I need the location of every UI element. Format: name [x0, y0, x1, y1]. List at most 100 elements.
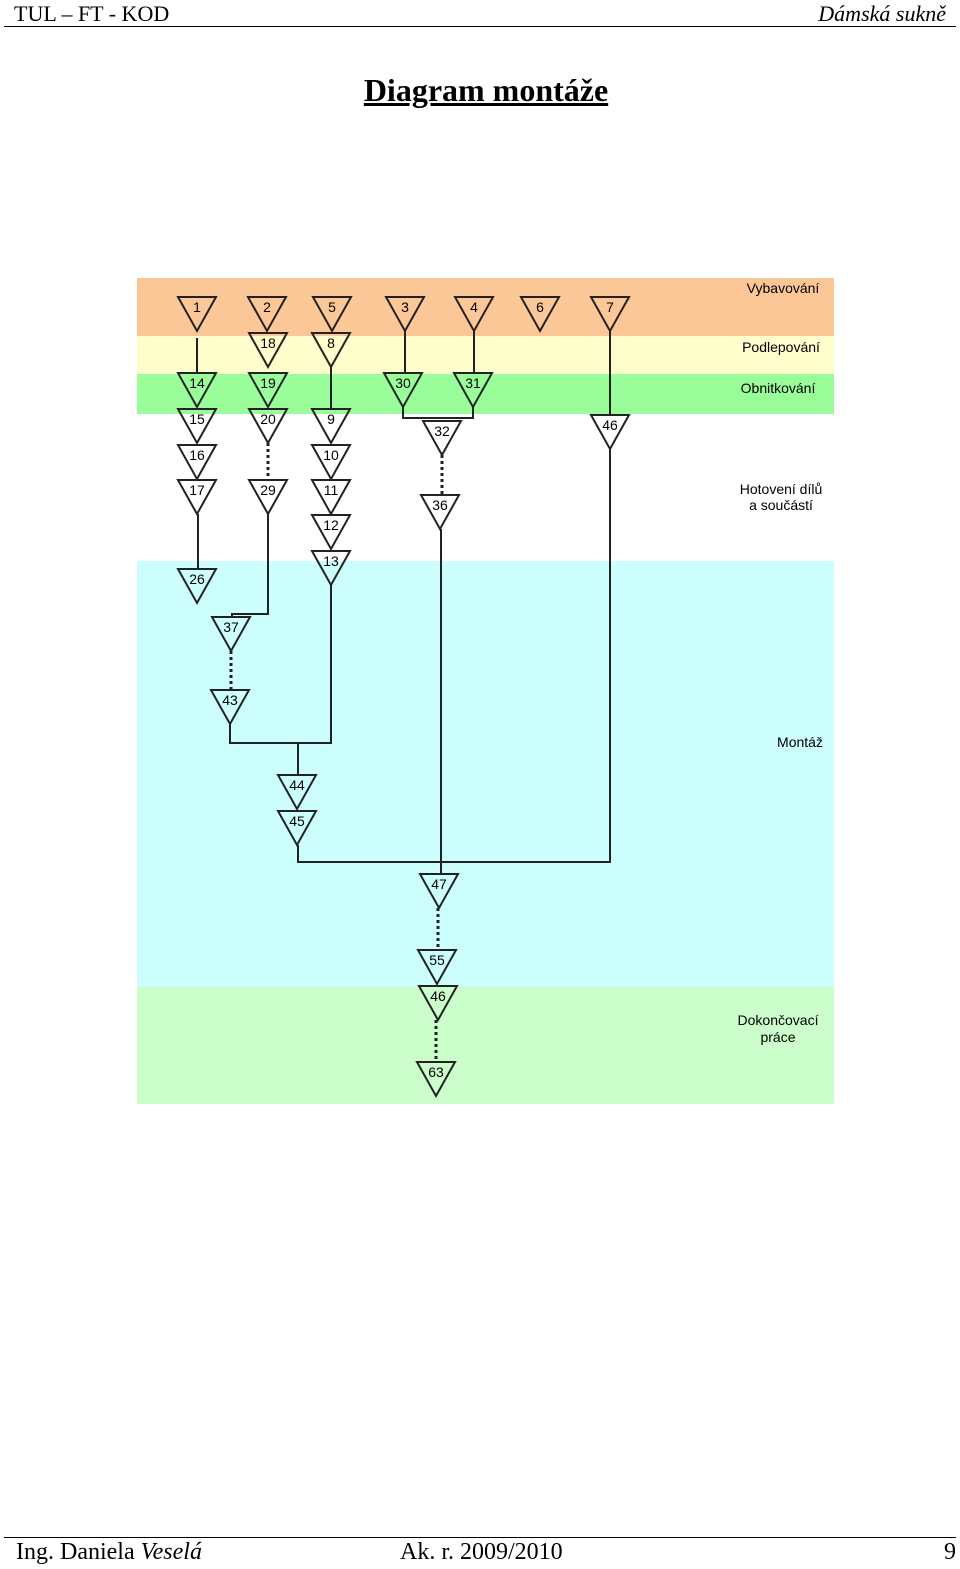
- band-label-hotoveni: Hotovení dílů: [740, 481, 823, 497]
- operation-number: 43: [222, 692, 238, 708]
- operation-number: 45: [289, 813, 305, 829]
- operation-number: 5: [328, 299, 336, 315]
- band-vybavovani: [137, 278, 834, 336]
- operation-triangle: [247, 332, 289, 370]
- operation-node-n16: 16: [176, 444, 218, 482]
- operation-number: 11: [324, 482, 339, 498]
- connection-lines: [196, 331, 611, 1062]
- operation-triangle: [246, 296, 288, 334]
- band-montaz: [137, 561, 834, 987]
- operation-triangle: [384, 296, 426, 334]
- band-podlepovani: [137, 336, 834, 374]
- operation-number: 16: [189, 447, 205, 463]
- operation-node-n2: 2: [246, 296, 288, 334]
- operation-triangle: [176, 479, 218, 517]
- operation-triangle: [418, 873, 460, 911]
- operation-number: 44: [289, 777, 305, 793]
- operation-node-n4: 4: [453, 296, 495, 334]
- operation-triangle: [382, 372, 424, 410]
- operation-number: 6: [536, 299, 544, 315]
- operation-triangle: [310, 550, 352, 588]
- operation-node-n30: 30: [382, 372, 424, 410]
- connector-line: [297, 449, 611, 863]
- operation-number: 1: [193, 299, 201, 315]
- band-label-hotoveni: a součástí: [749, 497, 813, 513]
- operation-node-n47: 47: [418, 873, 460, 911]
- band-label-podlepovani: Podlepování: [742, 339, 820, 355]
- operation-triangle: [589, 296, 631, 334]
- operation-number: 2: [263, 299, 271, 315]
- connector-line: [229, 585, 332, 744]
- operation-number: 36: [432, 497, 448, 513]
- operation-triangle: [176, 444, 218, 482]
- operation-node-n43: 43: [209, 689, 251, 727]
- operation-node-n15: 15: [176, 408, 218, 446]
- operation-triangle: [310, 332, 352, 370]
- operation-number: 10: [323, 447, 339, 463]
- connector-line: [402, 407, 474, 419]
- operation-node-n63: 63: [415, 1061, 457, 1099]
- operation-number: 26: [189, 571, 205, 587]
- operation-node-n17: 17: [176, 479, 218, 517]
- operation-number: 9: [327, 411, 335, 427]
- band-label-montaz: Montáž: [777, 734, 823, 750]
- operation-node-n44: 44: [276, 774, 318, 812]
- operation-number: 46: [602, 417, 618, 433]
- operation-triangle: [416, 949, 458, 987]
- operation-triangle: [276, 774, 318, 812]
- operation-triangle: [417, 985, 459, 1023]
- operation-number: 37: [223, 619, 239, 635]
- operation-number: 3: [401, 299, 409, 315]
- operation-triangle: [310, 408, 352, 446]
- operation-number: 29: [260, 482, 276, 498]
- operation-node-n19: 19: [247, 372, 289, 410]
- operation-node-n31: 31: [452, 372, 494, 410]
- operation-node-n20: 20: [247, 408, 289, 446]
- operation-node-n45: 45: [276, 810, 318, 848]
- operation-node-n5: 5: [311, 296, 353, 334]
- header-right: Dámská sukně: [818, 1, 946, 26]
- footer-year: Ak. r. 2009/2010: [400, 1539, 563, 1565]
- band-obnitkovani: [137, 374, 834, 414]
- operation-triangle: [311, 296, 353, 334]
- operation-triangle: [209, 689, 251, 727]
- operation-number: 18: [260, 335, 276, 351]
- operation-triangle: [453, 296, 495, 334]
- operation-number: 14: [189, 375, 205, 391]
- operation-triangle: [452, 372, 494, 410]
- operation-number: 8: [327, 335, 335, 351]
- operation-triangle: [310, 514, 352, 552]
- operation-triangle: [176, 568, 218, 606]
- operation-number: 55: [429, 952, 445, 968]
- operation-triangle: [176, 408, 218, 446]
- operation-triangle: [276, 810, 318, 848]
- operation-node-n8: 8: [310, 332, 352, 370]
- band-label-vybavovani: Vybavování: [747, 280, 820, 296]
- operation-triangle: [247, 372, 289, 410]
- operation-triangle: [589, 414, 631, 452]
- operation-node-n7: 7: [589, 296, 631, 334]
- operation-triangle: [247, 479, 289, 517]
- operation-number: 30: [395, 375, 411, 391]
- band-hotoveni: [137, 414, 834, 561]
- operation-node-n26: 26: [176, 568, 218, 606]
- operation-number: 20: [260, 411, 276, 427]
- footer-author: Ing. Daniela Veselá: [16, 1539, 202, 1566]
- operation-node-n32: 32: [421, 420, 463, 458]
- operation-node-n12: 12: [310, 514, 352, 552]
- operation-node-n13: 13: [310, 550, 352, 588]
- operation-node-n3: 3: [384, 296, 426, 334]
- operation-node-n6: 6: [519, 296, 561, 334]
- operation-number: 19: [260, 375, 276, 391]
- operation-number: 12: [323, 517, 339, 533]
- operation-node-n14: 14: [176, 372, 218, 410]
- operation-number: 46: [430, 988, 446, 1004]
- operation-triangle: [310, 479, 352, 517]
- operation-triangle: [210, 616, 252, 654]
- operation-node-n11: 11: [310, 479, 352, 517]
- footer-page: 9: [944, 1539, 956, 1565]
- operation-number: 4: [470, 299, 478, 315]
- band-labels: VybavováníPodlepováníObnitkováníHotovení…: [738, 280, 823, 1045]
